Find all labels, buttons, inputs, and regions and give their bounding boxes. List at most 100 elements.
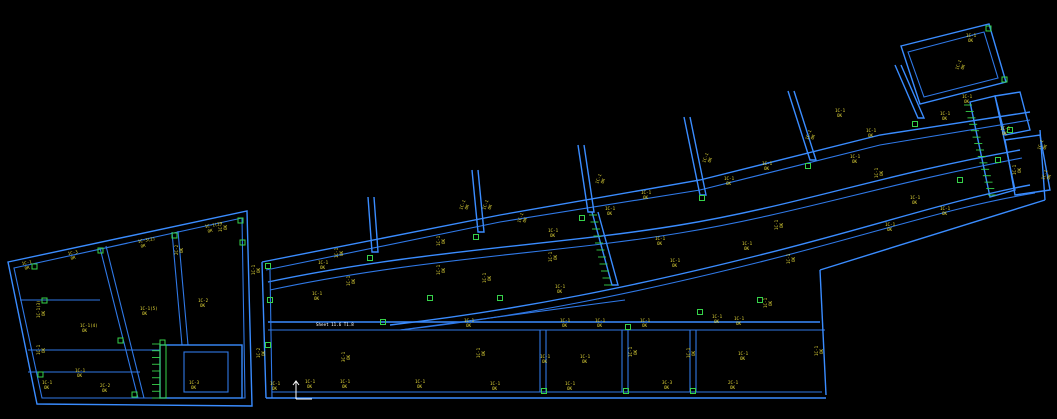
room-tag: 1C-1 [850,154,861,159]
room-tag: 3C-1 [341,351,346,362]
check-tag: OK [1002,131,1008,136]
check-tag: OK [1017,167,1022,173]
room-tag: 1C-1 [555,284,566,289]
check-tag: OK [487,275,492,281]
room-tag: 1C-1 [305,379,316,384]
diagonal-beam [399,299,626,331]
check-tag: OK [887,227,893,232]
room-tag: 1C-1 [738,351,749,356]
room-tag: 1C-1 [763,297,768,308]
column [427,295,433,301]
wing-lower-inner-wall [399,192,1036,331]
check-tag: OK [314,296,320,301]
check-tag: OK [562,323,568,328]
check-tag: OK [320,265,326,270]
column [699,195,705,201]
wing-mid-inner-wall [269,157,1023,291]
wing-bottom-vertical-wall [819,269,827,396]
check-tag: OK [272,386,278,391]
fin-lower [591,211,619,286]
room-tag: 1C-1 [724,176,735,181]
room-tag: 1C-1 [312,291,323,296]
room-tag: 1C-1 [318,260,329,265]
room-tag: 1C-1 [628,346,633,357]
room-tag: 1C-1 [346,275,351,286]
bottom-partitions [399,299,697,392]
room-tag: 1C-3(2) [137,236,155,244]
columns [265,121,1013,394]
stair-core [969,95,1016,198]
column [579,215,585,221]
check-tag: OK [542,359,548,364]
check-tag: OK [664,385,670,390]
column [497,295,503,301]
check-tag: OK [557,289,563,294]
top-right-room-inner [907,31,999,98]
room-tag: 1C-1 [548,228,559,233]
stair-ladder [159,344,167,399]
check-tag: OK [179,247,184,253]
room-tag: 1C-1 [885,222,896,227]
column [171,232,178,239]
wall-divider [177,230,189,346]
check-tag: OK [764,166,770,171]
column [239,239,246,246]
stair-ladders [152,104,996,399]
column [1007,127,1013,133]
check-tag: OK [691,350,696,356]
check-tag: OK [597,323,603,328]
check-tag: OK [582,359,588,364]
check-tag: OK [351,278,356,284]
wall-divider [99,247,139,399]
check-tag: OK [307,384,313,389]
check-tag: OK [261,350,266,356]
room-tag: 1C-1 [436,264,441,275]
column [473,234,479,240]
check-tag: OK [779,222,784,228]
room-tag: 1C-1 [962,94,973,99]
check-tag: OK [942,116,948,121]
room-tag: 1C-1 [560,318,571,323]
column [380,319,386,325]
room-tag: 1C-1 [218,221,223,232]
column [912,121,918,127]
room-tag: 1C-1 [814,345,819,356]
room-tag: 1C-1 [21,259,32,266]
check-tag: OK [200,303,206,308]
column [267,297,273,303]
column [131,391,138,398]
room-tag: 1C-1 [464,318,475,323]
check-tag: OK [868,133,874,138]
left-block-inner-wall [13,217,246,399]
top-right-room-outer [900,23,1007,105]
check-tag: OK [82,328,88,333]
check-tag: OK [441,238,446,244]
room-tag: 1C-1 [516,212,524,224]
room-tag: 1C-2 [198,298,209,303]
check-tag: OK [339,250,344,256]
check-tag: OK [852,159,858,164]
column [995,157,1001,163]
room-box-inner [183,351,229,393]
room-tag: 1C-1 [954,59,962,71]
check-tag: OK [1042,143,1049,150]
check-tag: OK [726,181,732,186]
column [37,371,44,378]
room-tag: 1C-1 [334,247,339,258]
check-tag: OK [643,195,649,200]
room-tag: 1C-1 [940,206,951,211]
room-tag: 1C-2 [256,347,261,358]
check-tag: OK [24,265,30,271]
check-tag: OK [464,203,471,210]
room-tag: 1C-1 [36,344,41,355]
room-tag: 1C-1 [640,318,651,323]
wing-lower-wall [389,184,1031,326]
wing-start-inner-wall [269,269,273,399]
check-tag: OK [142,311,148,316]
check-tag: OK [41,347,46,353]
check-tag: OK [567,386,573,391]
check-tag: OK [968,38,974,43]
column [159,339,166,346]
